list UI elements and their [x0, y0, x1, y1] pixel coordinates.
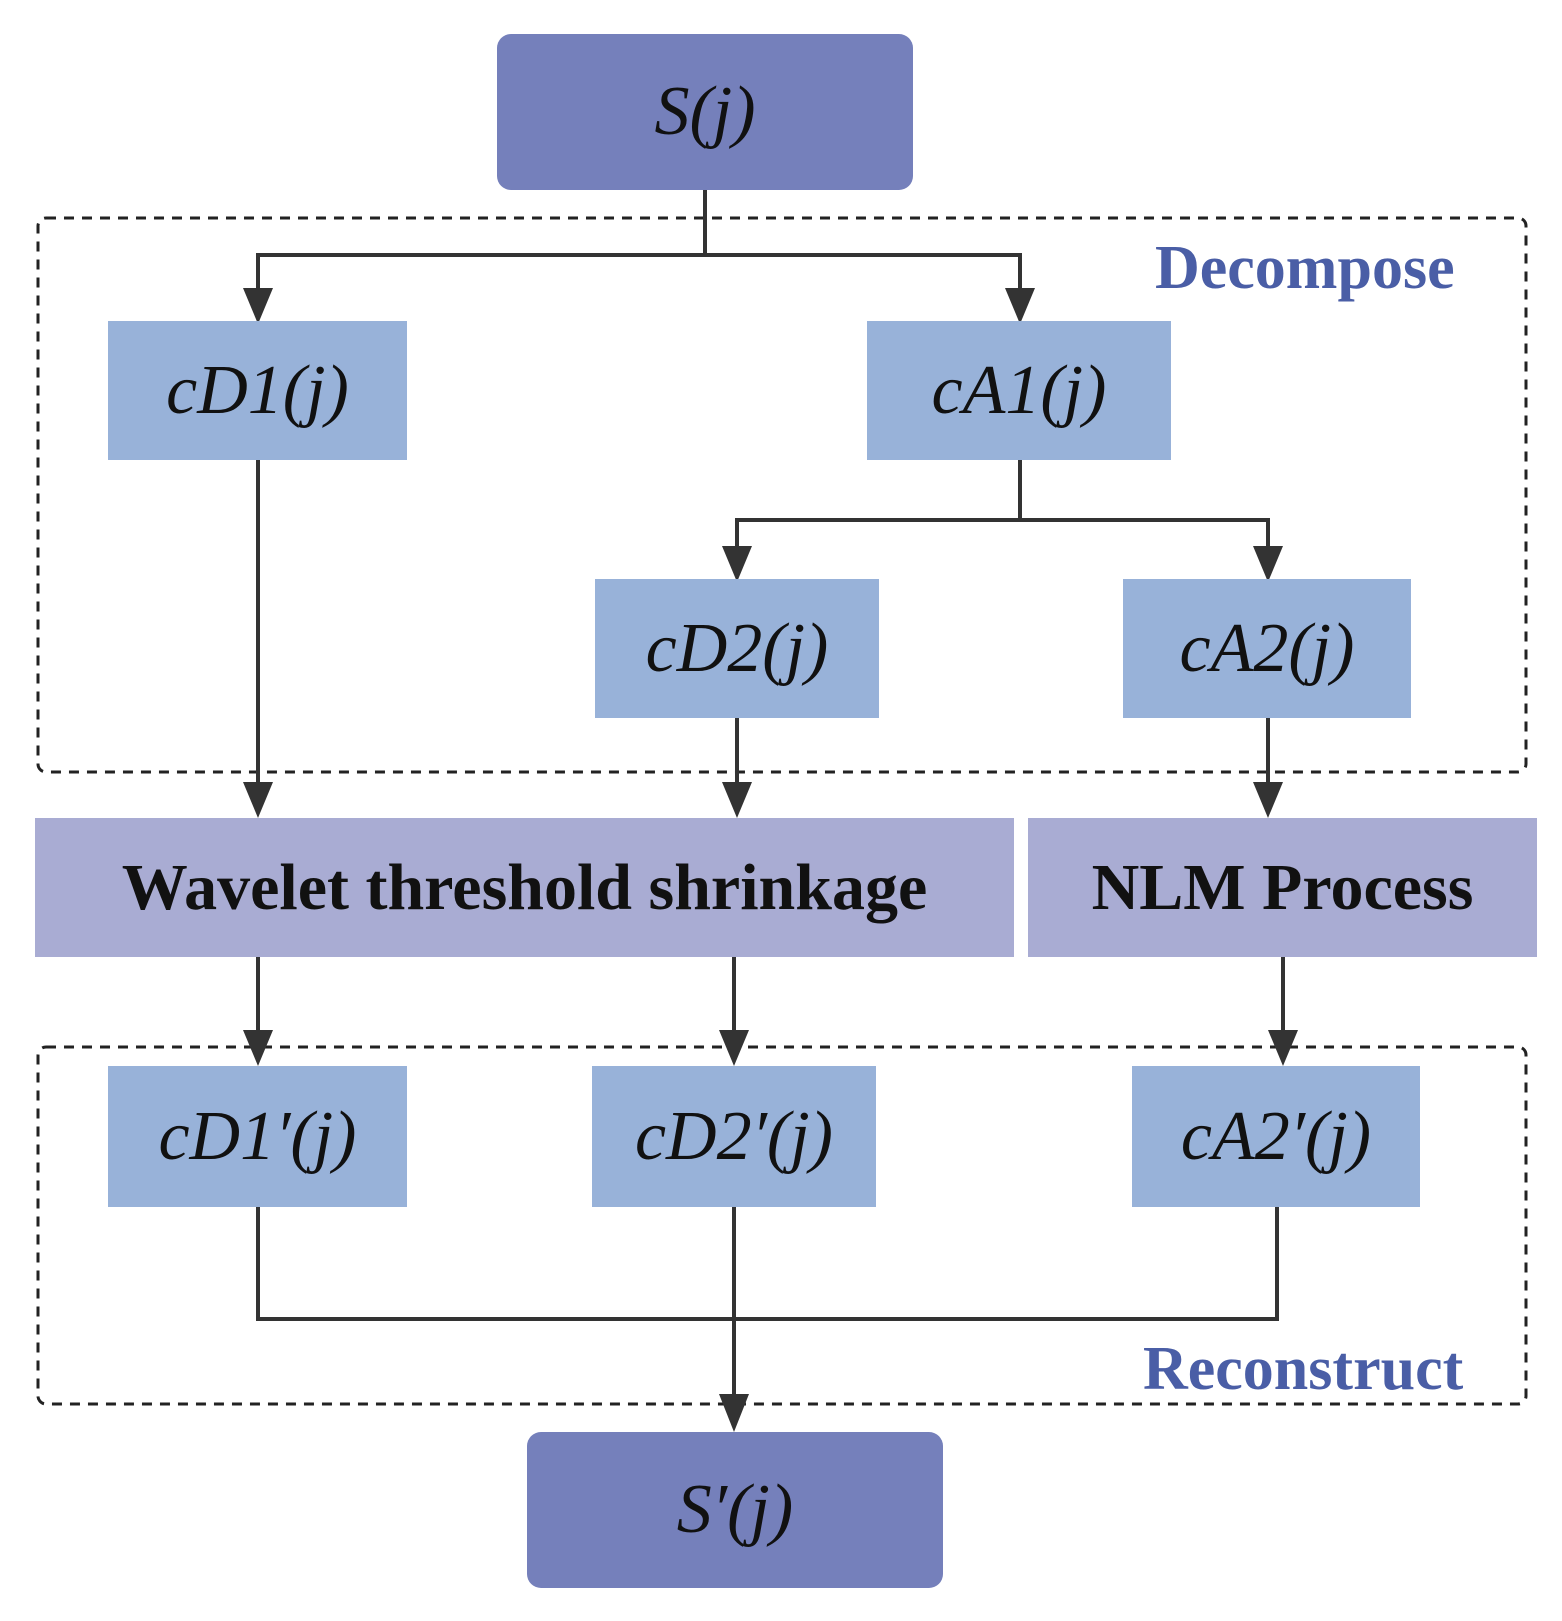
decompose-label: Decompose: [1155, 234, 1455, 302]
connector-merge: [256, 1207, 1279, 1321]
arrowhead-cd2-wavelet: [722, 782, 752, 818]
cd1-prime-node: cD1′(j): [108, 1066, 407, 1207]
ca2-prime-node: cA2′(j): [1132, 1066, 1420, 1207]
nlm-process-label: NLM Process: [1091, 850, 1474, 924]
ca2-node: cA2(j): [1123, 579, 1411, 718]
cd2-label: cD2(j): [645, 609, 829, 687]
ca2-prime-label: cA2′(j): [1180, 1097, 1372, 1175]
nlm-process-node: NLM Process: [1028, 818, 1537, 957]
wavelet-threshold-node: Wavelet threshold shrinkage: [35, 818, 1014, 957]
cd1-node: cD1(j): [108, 321, 407, 460]
decompose-region: [36, 216, 1528, 774]
cd1-label: cD1(j): [166, 351, 349, 429]
ca1-node: cA1(j): [867, 321, 1171, 460]
output-signal-label: S′(j): [676, 1471, 794, 1548]
arrowhead-cd1: [243, 288, 273, 324]
arrowhead-cd2: [722, 546, 752, 582]
reconstruct-label: Reconstruct: [1143, 1335, 1464, 1403]
cd2-node: cD2(j): [595, 579, 879, 718]
ca1-label: cA1(j): [931, 351, 1107, 429]
arrowhead-ca2-nlm: [1253, 782, 1283, 818]
connector-input-split: [258, 190, 1020, 257]
arrowhead-ca2p: [1268, 1030, 1298, 1066]
reconstruct-region: [36, 1045, 1528, 1406]
cd2-prime-node: cD2′(j): [592, 1066, 876, 1207]
arrowhead-output: [719, 1394, 749, 1432]
input-signal-node: S(j): [497, 34, 913, 190]
input-signal-label: S(j): [654, 73, 756, 150]
arrowhead-cd1-wavelet: [243, 782, 273, 818]
cd2-prime-label: cD2′(j): [634, 1097, 833, 1175]
arrowhead-ca1: [1005, 288, 1035, 324]
arrowhead-cd2p: [719, 1030, 749, 1066]
cd1-prime-label: cD1′(j): [158, 1097, 357, 1175]
arrowhead-cd1p: [243, 1030, 273, 1066]
ca2-label: cA2(j): [1179, 609, 1355, 687]
arrowhead-ca2: [1253, 546, 1283, 582]
connector-ca1-split: [737, 460, 1268, 522]
wavelet-threshold-label: Wavelet threshold shrinkage: [121, 850, 928, 924]
output-signal-node: S′(j): [527, 1432, 943, 1588]
